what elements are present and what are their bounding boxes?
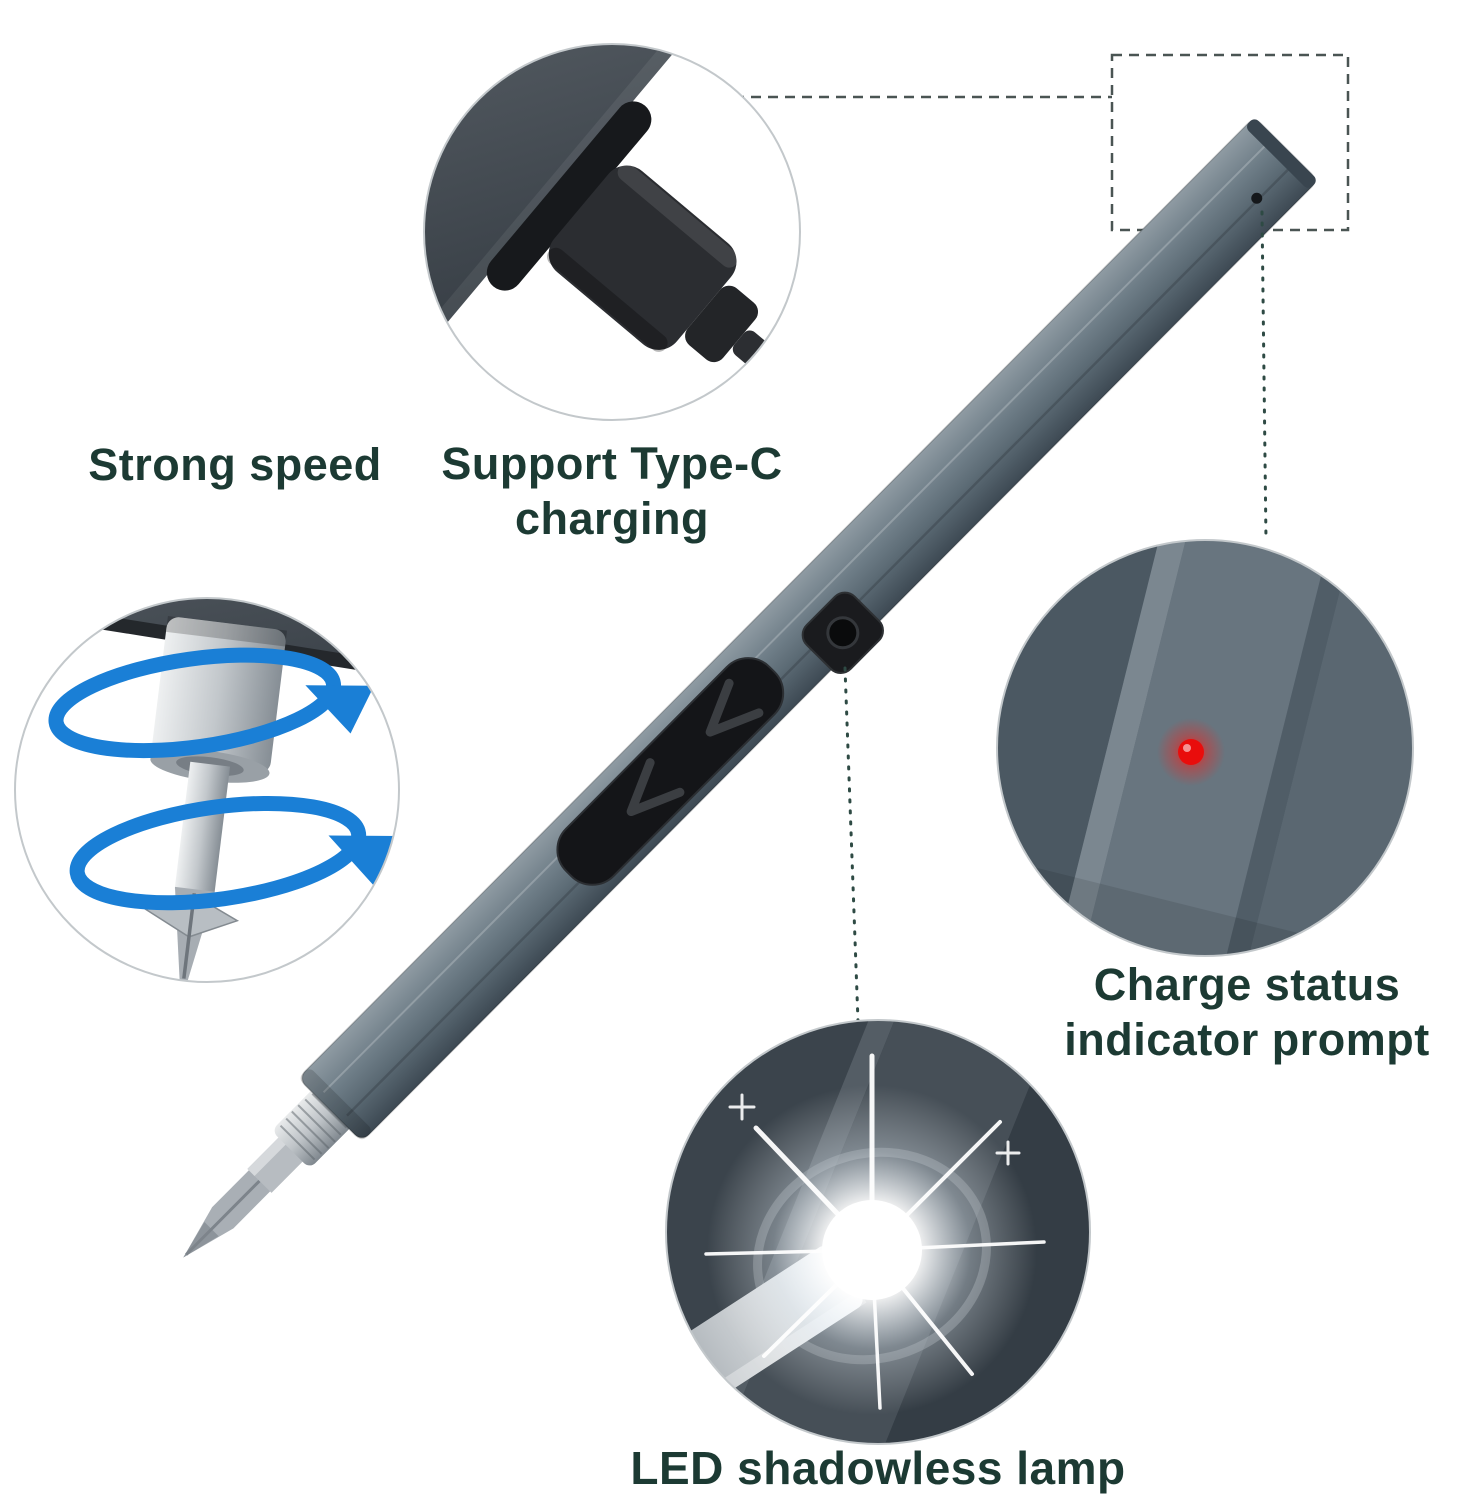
strong-speed-label: Strong speed (20, 438, 450, 493)
power-slide-button (556, 657, 785, 886)
charge-status-label: Charge status indicator prompt (1012, 958, 1482, 1068)
mode-button (801, 591, 884, 674)
strong-speed-text: Strong speed (88, 439, 382, 490)
charge-status-text-line2: indicator prompt (1064, 1013, 1430, 1065)
connector-indicator-to-circle (1260, 210, 1268, 542)
type-c-text-line2: charging (514, 492, 710, 544)
led-lamp-text: LED shadowless lamp (630, 1442, 1126, 1494)
rotation-arrows-icon (48, 647, 398, 911)
type-c-label: Support Type-C charging (387, 437, 837, 547)
indicator-led-dot (1251, 192, 1263, 204)
type-c-text-line1: Support Type-C (441, 438, 783, 489)
red-indicator-led-icon (1178, 739, 1204, 765)
dotted-connectors (843, 210, 1268, 1023)
connector-button-to-led-circle (843, 666, 860, 1023)
charge-status-text-line1: Charge status (1093, 959, 1401, 1010)
led-lamp-label: LED shadowless lamp (618, 1442, 1138, 1494)
tail-cap (1247, 119, 1316, 188)
led-core (822, 1200, 922, 1300)
phillips-bit (183, 1136, 304, 1258)
screwdriver (183, 119, 1316, 1258)
sparkle-icon (728, 1093, 1021, 1166)
